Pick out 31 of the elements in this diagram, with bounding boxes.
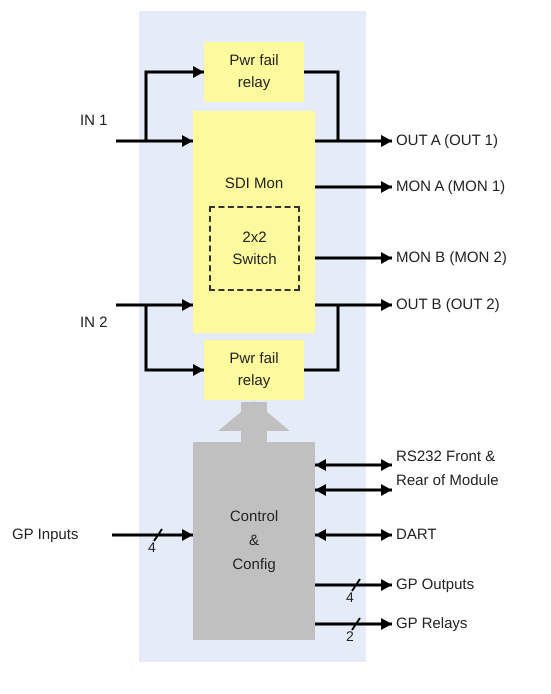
edge-label: 4 xyxy=(148,540,156,554)
block-box: Pwr fail relay xyxy=(204,340,304,400)
block-box: Pwr fail relay xyxy=(204,42,304,102)
port-label: RS232 Front & Rear of Module xyxy=(392,432,510,506)
port-label: DART xyxy=(392,524,452,546)
port-label: OUT A (OUT 1) xyxy=(392,130,542,152)
edge-label: 2 xyxy=(346,629,354,643)
port-label: GP Relays xyxy=(392,613,502,635)
signal-arrow xyxy=(315,459,392,471)
port-label: MON B (MON 2) xyxy=(392,247,548,269)
port-label: OUT B (OUT 2) xyxy=(392,294,542,316)
signal-arrow xyxy=(315,181,392,193)
signal-arrow xyxy=(304,299,392,372)
module-panel xyxy=(139,11,366,662)
signal-arrow xyxy=(315,529,392,541)
port-label: IN 1 xyxy=(76,110,116,132)
port-label: MON A (MON 1) xyxy=(392,176,548,198)
port-label: GP Outputs xyxy=(392,574,502,596)
block-arrow xyxy=(218,401,290,442)
block-box: SDI Mon 2x2 Switch xyxy=(193,111,315,333)
edge-label: 4 xyxy=(346,590,354,604)
signal-arrow xyxy=(315,135,392,147)
block-box: 2x2 Switch xyxy=(209,206,300,291)
signal-arrow xyxy=(315,484,392,496)
signal-arrow xyxy=(315,618,392,630)
signal-arrow xyxy=(112,529,193,541)
signal-arrow xyxy=(315,579,392,591)
port-label: GP Inputs xyxy=(8,524,112,546)
block-box: Control & Config xyxy=(193,442,315,640)
signal-arrow xyxy=(315,252,392,264)
port-label: IN 2 xyxy=(76,312,116,334)
